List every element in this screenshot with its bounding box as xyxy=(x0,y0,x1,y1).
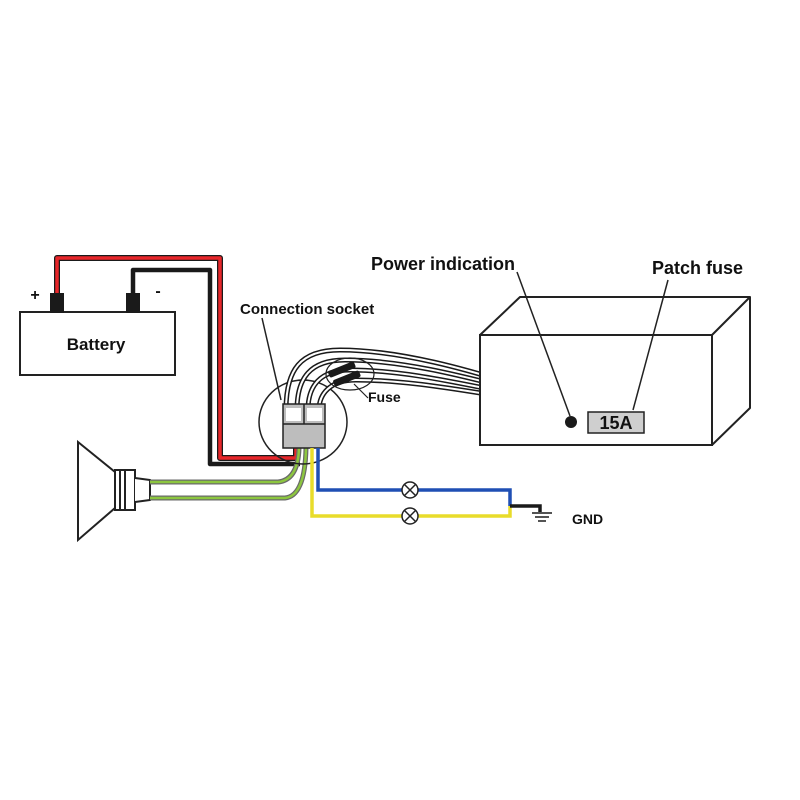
inline-fuse xyxy=(325,357,375,391)
battery-icon xyxy=(19,293,176,376)
lamp-icon xyxy=(401,481,419,499)
battery-negative-wire xyxy=(130,267,300,467)
battery-minus-label: - xyxy=(155,283,160,300)
power-indication-leader xyxy=(516,271,571,417)
ground-wire xyxy=(510,504,542,512)
patch-fuse-rating: 15A xyxy=(599,413,632,433)
patch-fuse-leader xyxy=(632,279,669,411)
connection-socket-block xyxy=(282,403,326,449)
power-indication-label: Power indication xyxy=(371,254,515,274)
lamp-icon xyxy=(401,507,419,525)
patch-fuse-slot xyxy=(587,411,645,434)
fuse-leader xyxy=(353,383,369,399)
connection-socket-label: Connection socket xyxy=(240,301,374,318)
battery-label: Battery xyxy=(67,335,126,354)
fuse-label: Fuse xyxy=(368,389,401,405)
ground-icon xyxy=(532,512,552,522)
power-indicator-dot xyxy=(565,416,577,428)
connection-socket-leader xyxy=(261,317,282,401)
gnd-label: GND xyxy=(572,511,603,527)
battery-plus-label: + xyxy=(30,287,39,304)
patch-fuse-label: Patch fuse xyxy=(652,258,743,278)
speaker-horn-icon xyxy=(77,439,151,543)
